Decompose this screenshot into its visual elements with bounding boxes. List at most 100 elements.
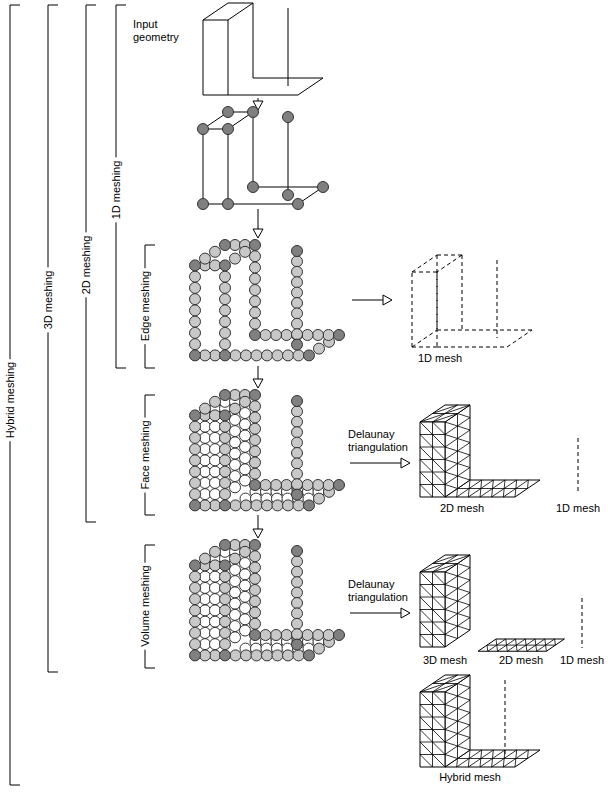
mesh-node xyxy=(223,107,234,118)
edge-line xyxy=(437,330,462,331)
mesh-node xyxy=(220,582,231,593)
arrow-head xyxy=(253,529,263,538)
mesh-node xyxy=(302,630,313,641)
mesh-line xyxy=(458,696,471,700)
mesh-node xyxy=(190,350,201,361)
mesh-node xyxy=(240,546,251,557)
mesh-node xyxy=(220,240,231,251)
stage-label: Hybrid mesh xyxy=(439,771,501,784)
mesh-node xyxy=(220,616,231,627)
edge-line xyxy=(298,78,323,95)
mesh-line xyxy=(516,645,518,651)
mesh-node xyxy=(250,423,261,434)
mesh-node xyxy=(220,466,231,477)
mesh-line xyxy=(420,447,433,460)
mesh-line xyxy=(445,430,470,447)
mesh-line xyxy=(458,589,471,593)
mesh-node xyxy=(292,437,303,448)
arrow-shaft xyxy=(350,463,401,464)
mesh-node xyxy=(240,419,251,430)
mesh-line xyxy=(420,564,445,573)
mesh-node xyxy=(250,285,261,296)
mesh-line xyxy=(433,564,458,573)
mesh-node xyxy=(293,350,304,361)
mesh-node xyxy=(210,432,221,443)
mesh-node xyxy=(230,448,241,459)
mesh-node xyxy=(190,477,201,488)
mesh-node xyxy=(293,199,304,210)
mesh-line xyxy=(491,489,493,498)
mesh-node xyxy=(220,455,231,466)
mesh-line xyxy=(433,717,446,730)
edge-line xyxy=(437,255,438,330)
mesh-node xyxy=(283,650,294,661)
mesh-node xyxy=(323,630,334,641)
arrow-head xyxy=(383,295,392,305)
arrow-shaft xyxy=(258,515,259,529)
mesh-node xyxy=(272,650,283,661)
mesh-node xyxy=(210,466,221,477)
mesh-node xyxy=(210,571,221,582)
edge-line xyxy=(203,129,204,204)
mesh-node xyxy=(283,500,294,511)
mesh-line xyxy=(420,414,445,423)
mesh-node xyxy=(292,339,303,350)
mesh-line xyxy=(420,585,433,598)
mesh-line xyxy=(445,692,458,696)
line-mesh xyxy=(505,680,506,758)
mesh-line xyxy=(458,626,471,630)
mesh-line xyxy=(492,750,494,759)
flow-arrow xyxy=(350,458,410,468)
mesh-node xyxy=(220,639,231,650)
mesh-node xyxy=(292,608,303,619)
mesh-line xyxy=(515,750,517,759)
mesh-node xyxy=(292,618,303,629)
mesh-line xyxy=(458,721,471,725)
mesh-line xyxy=(487,645,555,646)
triangle-mesh xyxy=(420,405,540,497)
mesh-node xyxy=(272,500,283,511)
line-mesh xyxy=(578,438,579,492)
bracket-label: Edge meshing xyxy=(139,268,152,344)
mesh-line xyxy=(433,447,446,460)
mesh-node xyxy=(210,477,221,488)
mesh-line xyxy=(433,422,446,435)
stage-label: Delaunay triangulation xyxy=(348,428,418,454)
mesh-line xyxy=(458,576,471,580)
edge-line xyxy=(462,255,463,330)
mesh-node xyxy=(292,479,303,490)
mesh-node xyxy=(210,444,221,455)
mesh-node xyxy=(200,582,211,593)
mesh-node xyxy=(240,569,251,580)
mesh-line xyxy=(445,742,458,746)
mesh-line xyxy=(445,460,458,464)
mesh-node xyxy=(240,580,251,591)
edge-line xyxy=(228,20,229,95)
mesh-node xyxy=(210,350,221,361)
mesh-node xyxy=(200,594,211,605)
edge-line xyxy=(253,3,254,78)
mesh-node xyxy=(292,458,303,469)
mesh-node xyxy=(200,253,211,264)
mesh-line xyxy=(554,639,556,645)
bracket-label: Hybrid meshing xyxy=(4,359,17,441)
mesh-line xyxy=(445,405,470,414)
mesh-node xyxy=(220,571,231,582)
mesh-node xyxy=(190,582,201,593)
mesh-node xyxy=(220,260,231,271)
mesh-line xyxy=(445,725,470,742)
mesh-line xyxy=(445,447,458,451)
edge-line xyxy=(507,330,532,347)
edge-line xyxy=(203,20,204,95)
mesh-node xyxy=(250,585,261,596)
mesh-line xyxy=(458,709,471,713)
mesh-line xyxy=(515,480,517,489)
flow-arrow xyxy=(253,209,263,238)
mesh-node xyxy=(240,396,251,407)
mesh-face xyxy=(420,555,470,572)
flow-arrow xyxy=(253,515,263,538)
mesh-line xyxy=(433,414,458,423)
mesh-line xyxy=(545,645,547,651)
mesh-node xyxy=(292,577,303,588)
